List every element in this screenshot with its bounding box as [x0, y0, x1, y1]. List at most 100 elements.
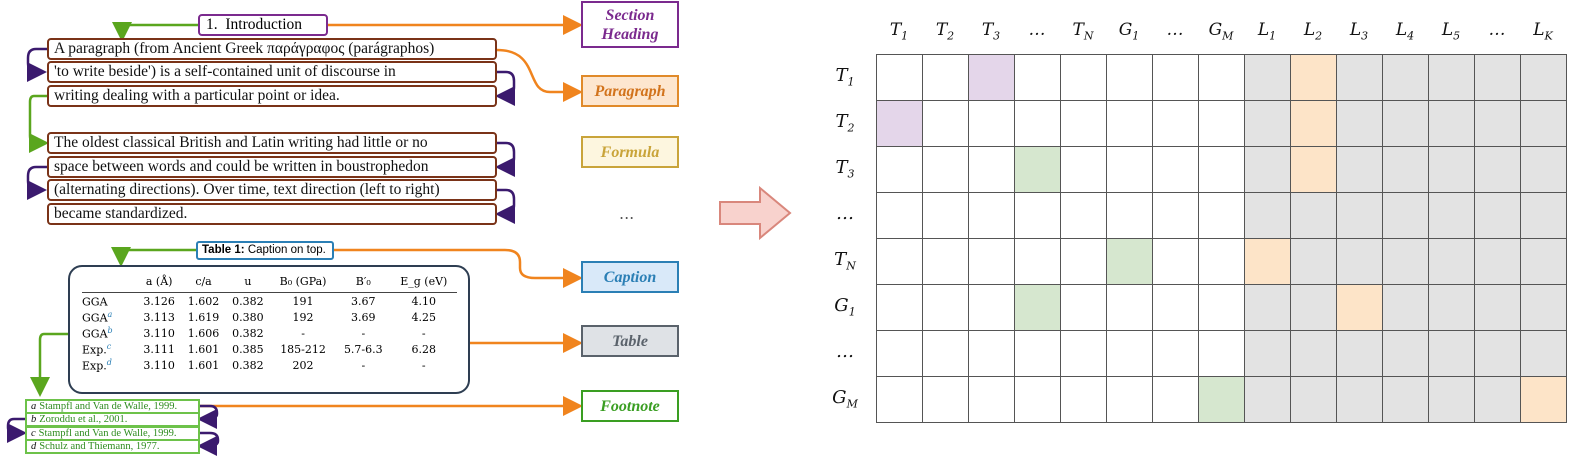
matrix-row-header: G1 — [820, 295, 870, 319]
matrix-cell — [922, 146, 969, 193]
table-cell: 3.67 — [351, 294, 376, 308]
header-subscript: 5 — [1453, 29, 1461, 43]
matrix-cell — [1244, 376, 1291, 423]
header-symbol: T — [981, 20, 994, 40]
matrix-cell — [1474, 100, 1521, 147]
arrow-line-8 — [197, 431, 220, 456]
table-cell: 0.382 — [232, 294, 264, 308]
header-symbol: T — [1072, 20, 1084, 40]
table-cell: 1.606 — [187, 326, 220, 340]
footnote-mark: d — [31, 441, 37, 452]
matrix-col-header: LK — [1520, 20, 1566, 42]
footnote-text: Stampfl and Van de Walle, 1999. — [38, 428, 177, 439]
header-symbol: L — [1395, 20, 1408, 40]
paragraph2-line-3: (alternating directions). Over time, tex… — [47, 179, 497, 201]
table-cell: 3.110 — [143, 326, 175, 340]
table-cell: 3.126 — [143, 294, 175, 308]
matrix-cell — [1014, 54, 1061, 101]
header-symbol: G — [1208, 20, 1223, 40]
table-row-name: GGA — [82, 293, 137, 310]
table-cell: 1.619 — [187, 310, 220, 324]
matrix-cell — [1060, 192, 1107, 239]
matrix-cell — [1520, 146, 1567, 193]
matrix-row-header: GM — [820, 387, 870, 411]
table-header: E_g (eV) — [390, 275, 457, 293]
header-symbol: T — [835, 65, 848, 86]
arrow-next-4 — [30, 332, 68, 397]
header-symbol: G — [832, 387, 847, 408]
matrix-col-header: L1 — [1244, 20, 1290, 42]
matrix-cell — [1382, 376, 1429, 423]
arrow-line-7 — [6, 417, 27, 443]
header-subscript: N — [1083, 29, 1094, 43]
header-symbol: L — [1533, 20, 1545, 40]
matrix-cell — [1060, 376, 1107, 423]
matrix-cell — [1014, 330, 1061, 377]
row-name-text: GGA — [82, 327, 108, 341]
data-table: a (Å) c/a u B₀ (GPa) B′₀ E_g (eV) GGA 3.1… — [82, 275, 457, 373]
matrix-cell — [876, 238, 923, 285]
matrix-cell — [1152, 192, 1199, 239]
label-caption: Caption — [581, 261, 679, 293]
matrix-cell — [1244, 146, 1291, 193]
matrix-cell — [1198, 284, 1245, 331]
header-subscript: 2 — [847, 121, 855, 135]
arrow-line-1 — [26, 47, 47, 82]
big-right-arrow — [719, 185, 792, 241]
matrix-cell — [922, 330, 969, 377]
caption-block: Table 1: Caption on top. — [196, 241, 334, 260]
matrix-cell — [1060, 330, 1107, 377]
matrix-cell — [1336, 238, 1383, 285]
matrix-cell — [1428, 238, 1475, 285]
matrix-cell — [1198, 146, 1245, 193]
matrix-cell — [968, 146, 1015, 193]
header-symbol: T — [935, 20, 948, 40]
matrix-cell — [1428, 146, 1475, 193]
matrix-cell — [1520, 54, 1567, 101]
header-symbol: T — [835, 111, 848, 132]
matrix-cell — [1244, 100, 1291, 147]
header-subscript: 1 — [847, 75, 855, 89]
header-symbol: T — [889, 20, 902, 40]
table-cell: - — [421, 326, 426, 340]
matrix-cell — [1428, 54, 1475, 101]
table-row-name: GGAb — [82, 325, 137, 341]
table-cell: 1.601 — [187, 358, 220, 372]
matrix-cell — [1060, 100, 1107, 147]
header-subscript: 3 — [993, 29, 1001, 43]
matrix-cell — [922, 376, 969, 423]
table-header: u — [225, 275, 271, 293]
header-symbol: T — [834, 249, 847, 270]
matrix-col-header: L5 — [1428, 20, 1474, 42]
matrix-cell — [1106, 146, 1153, 193]
row-name-text: GGA — [82, 295, 108, 309]
row-name-text: GGA — [82, 311, 108, 325]
footnote-ref: d — [106, 357, 112, 367]
matrix-cell — [1106, 376, 1153, 423]
header-subscript: 4 — [1407, 29, 1415, 43]
paragraph2-line-1: The oldest classical British and Latin w… — [47, 132, 497, 154]
table-cell: 4.25 — [411, 310, 437, 324]
matrix-cell — [922, 238, 969, 285]
matrix-cell — [1290, 54, 1337, 101]
table-cell: - — [361, 326, 366, 340]
table-cell: - — [361, 358, 366, 372]
section-heading-block: 1. Introduction — [198, 14, 328, 36]
table-header: a (Å) — [137, 275, 182, 293]
header-symbol: L — [1303, 20, 1316, 40]
matrix-cell — [1474, 238, 1521, 285]
matrix-col-header: TN — [1060, 20, 1106, 42]
paragraph1-line-2: 'to write beside') is a self-contained u… — [47, 61, 497, 83]
matrix-col-header: L3 — [1336, 20, 1382, 42]
matrix-cell — [1336, 376, 1383, 423]
matrix-cell — [1198, 238, 1245, 285]
matrix-cell — [968, 192, 1015, 239]
matrix-cell — [1152, 146, 1199, 193]
matrix-cell — [1290, 100, 1337, 147]
table-header-row: a (Å) c/a u B₀ (GPa) B′₀ E_g (eV) — [82, 275, 457, 293]
matrix-cell — [1290, 192, 1337, 239]
table-cell: 191 — [292, 294, 314, 308]
matrix-cell — [922, 192, 969, 239]
matrix-cell — [1152, 54, 1199, 101]
